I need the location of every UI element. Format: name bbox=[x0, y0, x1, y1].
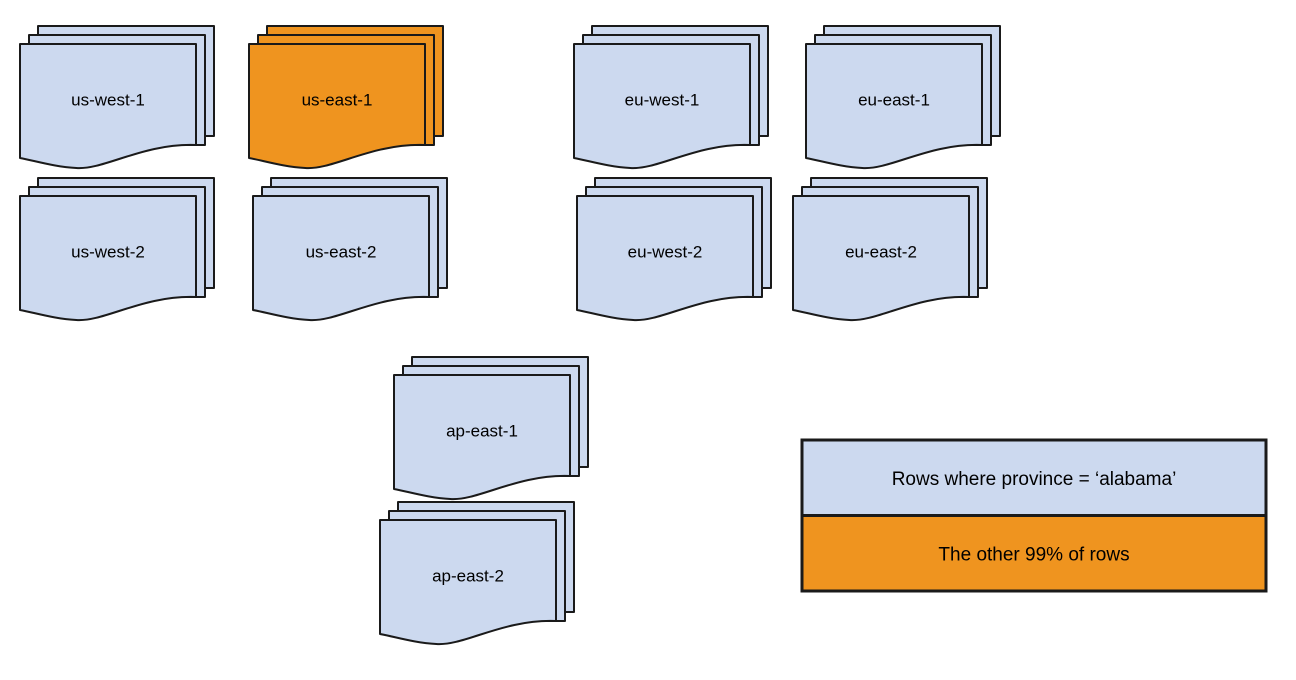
legend-group: Rows where province = ‘alabama’ The other… bbox=[800, 438, 1268, 593]
document-page-front bbox=[379, 519, 557, 646]
document-stack-eu-east-2[interactable]: eu-east-2 bbox=[792, 177, 988, 322]
document-stacks-group: us-west-1 us-east-1 eu-west-1 eu-east-1 us-w… bbox=[19, 25, 1001, 646]
stack-label-eu-west-2: eu-west-2 bbox=[628, 242, 703, 261]
document-page-front bbox=[252, 195, 430, 322]
document-stack-eu-east-1[interactable]: eu-east-1 bbox=[805, 25, 1001, 170]
document-page-front bbox=[805, 43, 983, 170]
legend-swatch-other-rows bbox=[800, 514, 1268, 593]
stack-label-eu-west-1: eu-west-1 bbox=[625, 90, 700, 109]
document-stack-us-east-1[interactable]: us-east-1 bbox=[248, 25, 444, 170]
document-stack-us-west-2[interactable]: us-west-2 bbox=[19, 177, 215, 322]
document-stack-eu-west-1[interactable]: eu-west-1 bbox=[573, 25, 769, 170]
stack-label-ap-east-2: ap-east-2 bbox=[432, 566, 504, 585]
document-stack-ap-east-2[interactable]: ap-east-2 bbox=[379, 501, 575, 646]
legend-entry-alabama-rows: Rows where province = ‘alabama’ bbox=[800, 438, 1268, 517]
document-page-front bbox=[576, 195, 754, 322]
document-page-front bbox=[19, 43, 197, 170]
document-stack-eu-west-2[interactable]: eu-west-2 bbox=[576, 177, 772, 322]
stack-label-us-east-1: us-east-1 bbox=[302, 90, 373, 109]
document-page-front bbox=[792, 195, 970, 322]
document-page-front bbox=[248, 43, 426, 170]
legend-label-alabama-rows: Rows where province = ‘alabama’ bbox=[892, 469, 1177, 490]
document-stack-ap-east-1[interactable]: ap-east-1 bbox=[393, 356, 589, 501]
stack-label-eu-east-2: eu-east-2 bbox=[845, 242, 917, 261]
stack-label-eu-east-1: eu-east-1 bbox=[858, 90, 930, 109]
legend-entry-other-rows: The other 99% of rows bbox=[800, 514, 1268, 593]
stack-label-us-west-2: us-west-2 bbox=[71, 242, 145, 261]
document-page-front bbox=[19, 195, 197, 322]
stack-label-ap-east-1: ap-east-1 bbox=[446, 421, 518, 440]
document-page-front bbox=[393, 374, 571, 501]
legend-swatch-alabama-rows bbox=[800, 438, 1268, 517]
legend-label-other-rows: The other 99% of rows bbox=[938, 544, 1129, 565]
stack-label-us-west-1: us-west-1 bbox=[71, 90, 145, 109]
document-stack-us-west-1[interactable]: us-west-1 bbox=[19, 25, 215, 170]
document-page-front bbox=[573, 43, 751, 170]
document-stack-us-east-2[interactable]: us-east-2 bbox=[252, 177, 448, 322]
stack-label-us-east-2: us-east-2 bbox=[306, 242, 377, 261]
